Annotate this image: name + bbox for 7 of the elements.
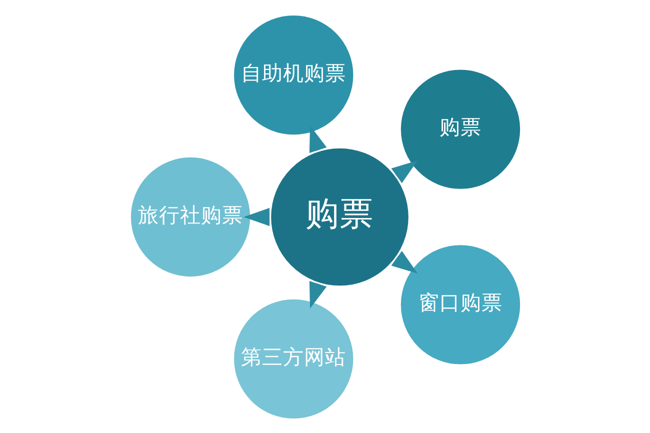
node-circle: 购票 xyxy=(398,66,522,191)
arrow xyxy=(308,125,326,153)
node-circle: 窗口购票 xyxy=(398,242,522,366)
node-circle: 旅行社购票 xyxy=(128,154,252,279)
arrow xyxy=(390,160,418,183)
arrow xyxy=(308,280,326,308)
arrow xyxy=(390,250,418,274)
